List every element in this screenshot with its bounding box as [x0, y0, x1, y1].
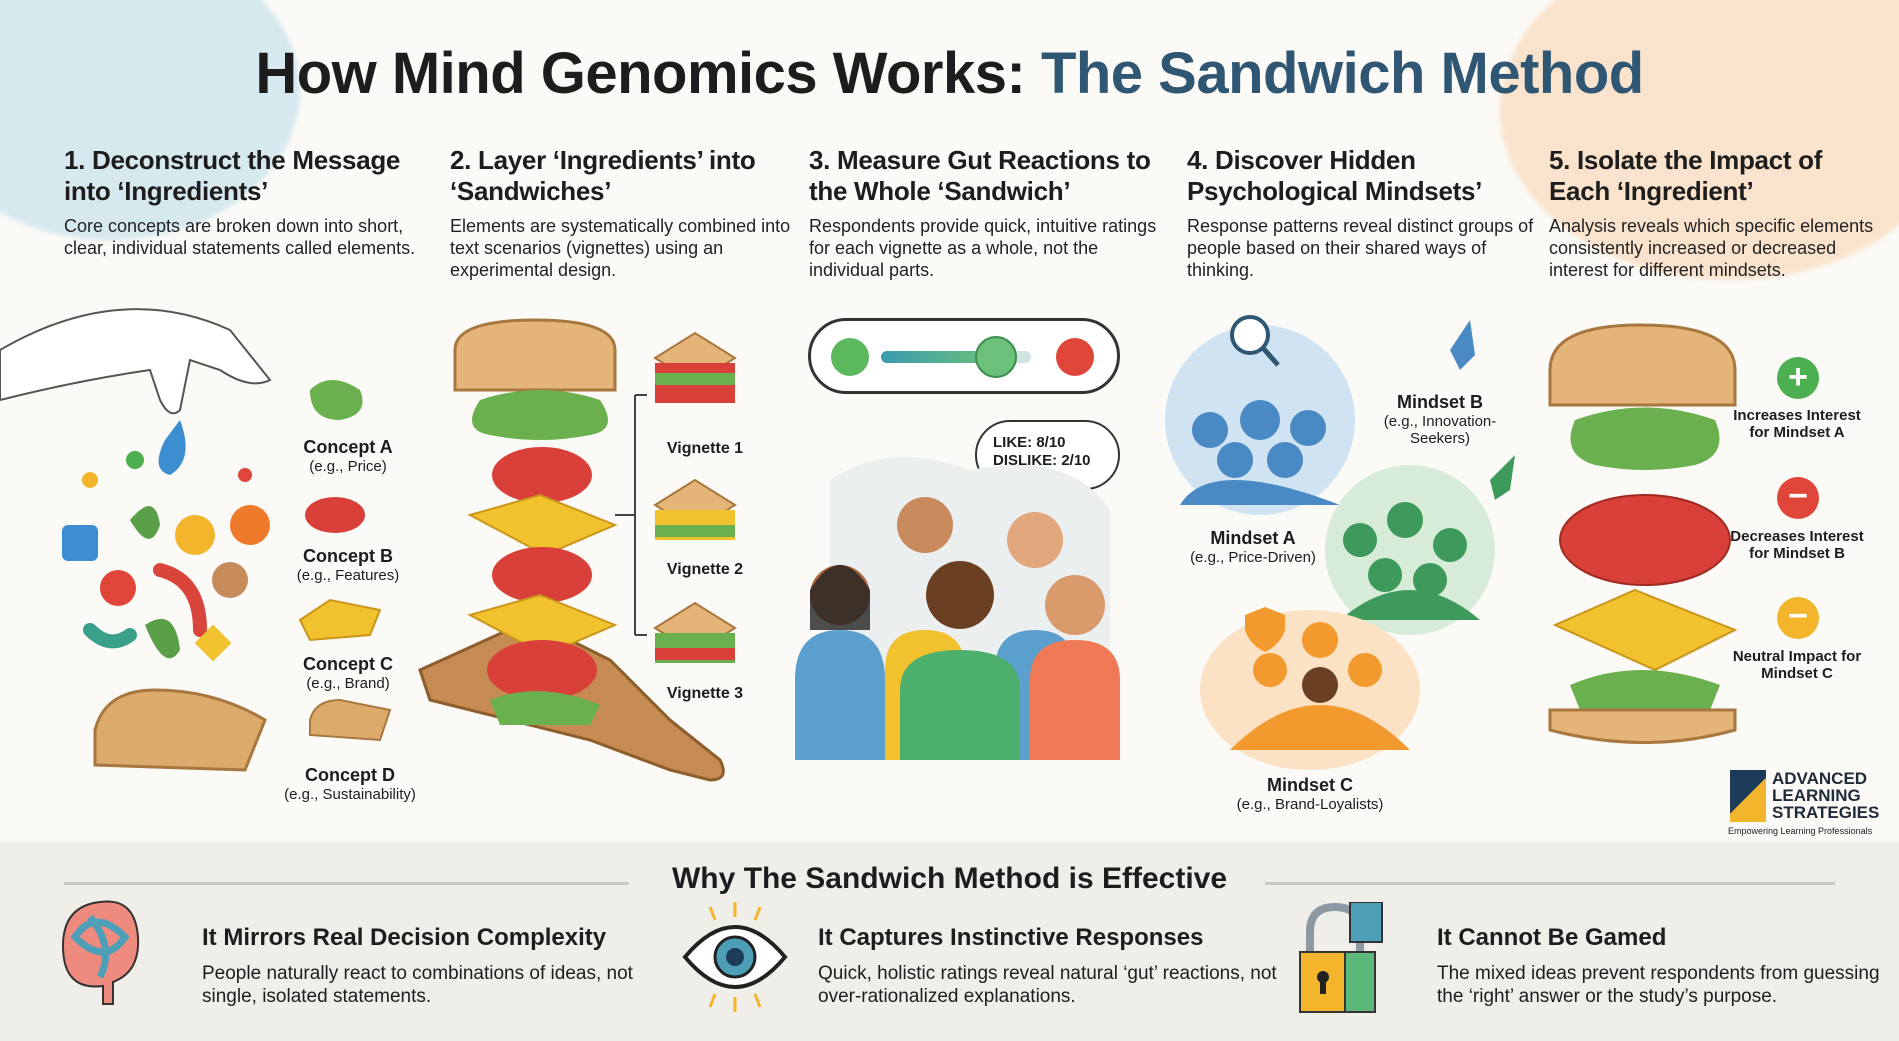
happy-face-icon	[831, 338, 869, 376]
step-heading: 1. Deconstruct the Message into ‘Ingredi…	[64, 145, 401, 206]
logo-line: ADVANCED	[1772, 769, 1868, 788]
step-heading: 5. Isolate the Impact of Each ‘Ingredien…	[1549, 145, 1823, 206]
eye-icon	[682, 902, 788, 1012]
logo-mark-icon	[1730, 770, 1766, 822]
concept-example: (e.g., Features)	[296, 567, 400, 584]
step-heading: 4. Discover Hidden Psychological Mindset…	[1187, 145, 1483, 206]
step-3: 3. Measure Gut Reactions to the Whole ‘S…	[809, 145, 1169, 281]
concept-name: Concept A	[303, 437, 393, 457]
impact-label: Neutral Impact for Mindset C	[1732, 648, 1862, 682]
impact-label: Increases Interest for Mindset A	[1733, 407, 1861, 441]
brain-icon	[61, 900, 140, 1005]
step-text: Response patterns reveal distinct groups…	[1187, 216, 1534, 280]
step-text: Core concepts are broken down into short…	[64, 216, 416, 258]
concept-example: (e.g., Brand)	[306, 675, 390, 692]
concept-name: Concept D	[305, 765, 395, 785]
sad-face-icon	[1056, 338, 1094, 376]
step-heading: 2. Layer ‘Ingredients’ into ‘Sandwiches’	[450, 145, 756, 206]
ingredients-illustration	[0, 308, 392, 772]
like-rating: LIKE: 8/10	[993, 434, 1066, 451]
concept-example: (e.g., Price)	[309, 458, 387, 475]
benefit-title: It Captures Instinctive Responses	[818, 924, 1204, 951]
step-text: Elements are systematically combined int…	[450, 216, 791, 280]
title-accent: The Sandwich Method	[1040, 41, 1644, 106]
logo-tagline: Empowering Learning Professionals	[1728, 826, 1873, 836]
divider	[64, 882, 629, 885]
concept-a: Concept A(e.g., Price)	[288, 437, 408, 475]
concept-name: Concept B	[303, 546, 393, 566]
step-2: 2. Layer ‘Ingredients’ into ‘Sandwiches’…	[450, 145, 810, 281]
logo-line: LEARNING	[1772, 786, 1861, 805]
mindsets-illustration	[1165, 315, 1515, 770]
mindset-example: (e.g., Brand-Loyalists)	[1236, 796, 1384, 813]
benefit-text: People naturally react to combinations o…	[202, 963, 633, 1007]
slider-thumb-face-icon[interactable]	[975, 336, 1017, 378]
isolated-ingredients-illustration	[1548, 323, 1738, 744]
concept-d: Concept D(e.g., Sustainability)	[270, 765, 430, 803]
neutral-icon: −	[1777, 597, 1819, 639]
step-text: Analysis reveals which specific elements…	[1549, 216, 1874, 280]
concept-c: Concept C(e.g., Brand)	[288, 654, 408, 692]
vignette-label: Vignette 2	[666, 561, 744, 578]
vignette-label: Vignette 3	[666, 685, 744, 702]
mindset-example: (e.g., Innovation-Seekers)	[1383, 413, 1497, 447]
concept-name: Concept C	[303, 654, 393, 674]
mindset-name: Mindset A	[1210, 528, 1296, 548]
increase-icon: +	[1777, 357, 1819, 399]
dislike-rating: DISLIKE: 2/10	[993, 452, 1091, 469]
benefit-text: The mixed ideas prevent respondents from…	[1437, 963, 1880, 1007]
mindset-c: Mindset C(e.g., Brand-Loyalists)	[1225, 775, 1395, 813]
step-4: 4. Discover Hidden Psychological Mindset…	[1187, 145, 1547, 281]
benefit-title: It Cannot Be Gamed	[1437, 924, 1667, 951]
benefit-text: Quick, holistic ratings reveal natural ‘…	[818, 963, 1277, 1007]
mindset-a: Mindset A(e.g., Price-Driven)	[1178, 528, 1328, 566]
section-heading: Why The Sandwich Method is Effective	[671, 862, 1228, 895]
mindset-name: Mindset C	[1266, 775, 1353, 795]
impact-label: Decreases Interest for Mindset B	[1730, 528, 1864, 562]
step-1: 1. Deconstruct the Message into ‘Ingredi…	[64, 145, 424, 259]
benefit-title: It Mirrors Real Decision Complexity	[202, 924, 607, 951]
page-title: How Mind Genomics Works: The Sandwich Me…	[0, 40, 1899, 107]
divider	[1265, 882, 1835, 885]
mindset-b: Mindset B(e.g., Innovation-Seekers)	[1370, 392, 1510, 447]
people-eating-illustration	[795, 457, 1120, 760]
effectiveness-section: Why The Sandwich Method is Effective It …	[0, 842, 1899, 1041]
rating-scale	[808, 318, 1120, 394]
vignette-label: Vignette 1	[666, 440, 744, 457]
lock-puzzle-icon	[1299, 902, 1383, 1013]
mindset-name: Mindset B	[1396, 392, 1483, 412]
step-heading: 3. Measure Gut Reactions to the Whole ‘S…	[809, 145, 1151, 206]
mindset-example: (e.g., Price-Driven)	[1190, 549, 1316, 566]
step-text: Respondents provide quick, intuitive rat…	[809, 216, 1157, 280]
step-5: 5. Isolate the Impact of Each ‘Ingredien…	[1549, 145, 1879, 281]
concept-b: Concept B(e.g., Features)	[285, 546, 411, 584]
logo-line: STRATEGIES	[1772, 803, 1880, 822]
concept-example: (e.g., Sustainability)	[284, 786, 416, 803]
title-main: How Mind Genomics Works:	[255, 41, 1026, 106]
sandwich-stack-illustration	[418, 318, 737, 782]
decrease-icon: −	[1777, 477, 1819, 519]
